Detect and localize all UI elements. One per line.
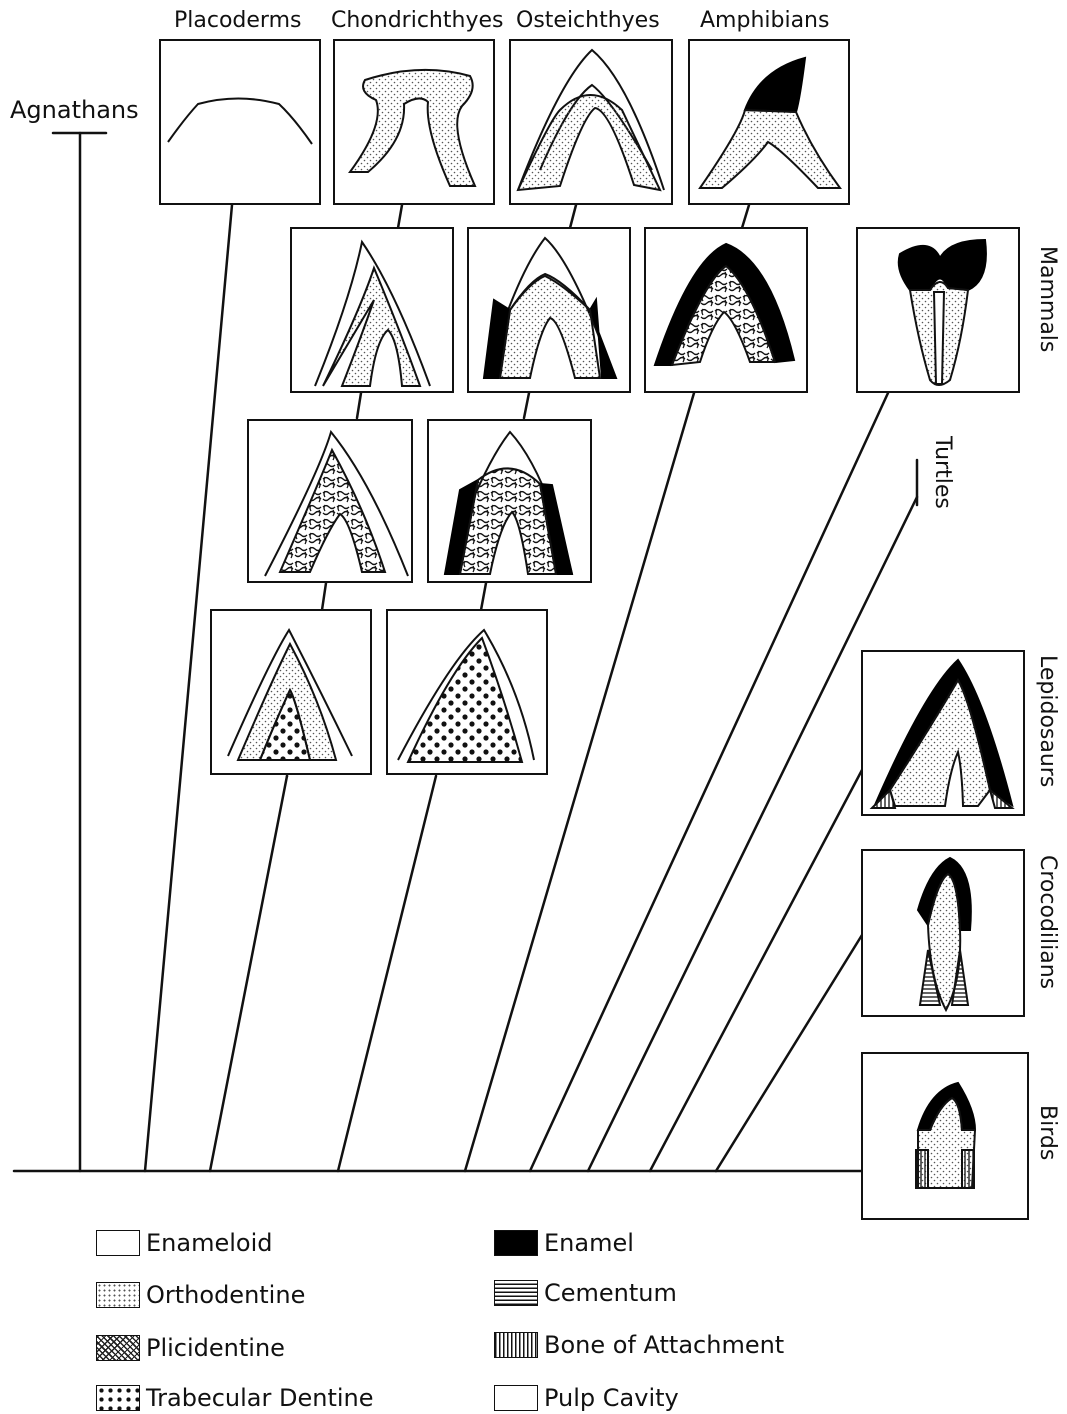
legend-item-cementum: Cementum xyxy=(494,1279,677,1307)
placoderm-tooth xyxy=(160,40,320,204)
legend-item-enamel: Enamel xyxy=(494,1229,634,1257)
branch-a-up-3 xyxy=(398,205,402,228)
label-agnathans: Agnathans xyxy=(10,96,139,124)
branch-b-up-1 xyxy=(481,583,486,610)
label-amphibians: Amphibians xyxy=(700,8,829,33)
chondrichthyes-tooth xyxy=(334,40,494,204)
lepidosaur-tooth xyxy=(862,651,1024,815)
label-turtles: Turtles xyxy=(930,436,955,509)
legend-label: Pulp Cavity xyxy=(544,1384,679,1412)
row3-tooth-1 xyxy=(248,420,412,582)
label-birds: Birds xyxy=(1035,1105,1060,1160)
label-crocodilians: Crocodilians xyxy=(1035,855,1060,989)
branch-b-up-2 xyxy=(524,393,529,418)
legend-label: Enamel xyxy=(544,1229,634,1257)
legend-label: Enameloid xyxy=(146,1229,272,1257)
row4-tooth-1 xyxy=(211,610,371,774)
row2-tooth-3 xyxy=(645,228,807,392)
amphibian-tooth xyxy=(689,40,849,204)
swatch-enamel xyxy=(494,1230,538,1256)
legend-label: Orthodentine xyxy=(146,1281,305,1309)
swatch-pulp-cavity xyxy=(494,1385,538,1411)
branch-a-up-2 xyxy=(357,393,361,418)
row3-tooth-2 xyxy=(428,420,591,582)
label-lepidosaurs: Lepidosaurs xyxy=(1035,655,1060,787)
legend-item-enameloid: Enameloid xyxy=(96,1229,272,1257)
legend-item-pulp: Pulp Cavity xyxy=(494,1384,679,1412)
branch-a-up-1 xyxy=(322,583,326,610)
swatch-trabecular xyxy=(96,1385,140,1411)
lepidosaurs-branch xyxy=(650,770,862,1171)
row2-tooth-2 xyxy=(468,228,630,392)
legend-label: Cementum xyxy=(544,1279,677,1307)
label-mammals: Mammals xyxy=(1035,246,1060,352)
legend-item-bone: Bone of Attachment xyxy=(494,1331,784,1359)
swatch-cementum xyxy=(494,1280,538,1306)
swatch-orthodentine xyxy=(96,1282,140,1308)
label-chondrichthyes: Chondrichthyes xyxy=(331,8,503,33)
branch-b-up-3 xyxy=(570,205,576,228)
amphibian-up xyxy=(742,205,749,228)
legend-label: Bone of Attachment xyxy=(544,1331,784,1359)
crocodilians-branch xyxy=(716,935,862,1171)
swatch-bone-of-attachment xyxy=(494,1332,538,1358)
row4-tooth-2 xyxy=(387,610,547,774)
legend-item-plicidentine: Plicidentine xyxy=(96,1334,285,1362)
row2-tooth-1 xyxy=(291,228,453,392)
legend-label: Plicidentine xyxy=(146,1334,285,1362)
crocodilian-tooth xyxy=(862,850,1024,1016)
legend-item-orthodentine: Orthodentine xyxy=(96,1281,305,1309)
osteichthyes-tooth xyxy=(510,40,672,204)
legend-item-trabecular: Trabecular Dentine xyxy=(96,1384,374,1412)
label-osteichthyes: Osteichthyes xyxy=(516,8,660,33)
swatch-plicidentine xyxy=(96,1335,140,1361)
legend-label: Trabecular Dentine xyxy=(146,1384,374,1412)
branch-a xyxy=(210,776,287,1171)
label-placoderms: Placoderms xyxy=(174,8,301,33)
tooth-boxes xyxy=(160,40,1028,1219)
branch-b xyxy=(338,776,436,1171)
mammal-tooth xyxy=(857,228,1019,392)
bird-tooth xyxy=(862,1053,1028,1219)
swatch-enameloid xyxy=(96,1230,140,1256)
